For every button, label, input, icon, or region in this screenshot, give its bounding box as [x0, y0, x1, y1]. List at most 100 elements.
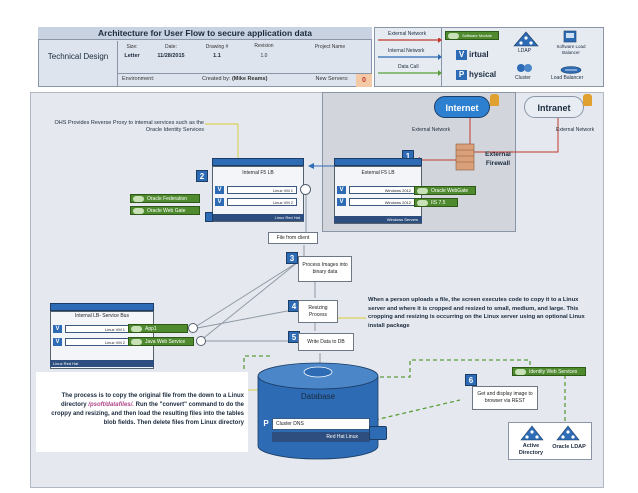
- database-cap: [303, 366, 333, 378]
- software-lb-screen: [566, 33, 574, 38]
- data-call-line: [374, 399, 461, 421]
- get-display-box: Get and display image to browser via RES…: [472, 386, 538, 410]
- software-lb-icon: [563, 30, 577, 43]
- external-f5-server: [334, 166, 422, 224]
- process-path: /psoft/datafiles/.: [88, 402, 134, 408]
- legend-lines: [378, 38, 442, 76]
- virtual-tag: V: [53, 325, 62, 333]
- drawing-value: 1.1: [213, 53, 221, 59]
- active-directory-node: [535, 435, 539, 439]
- identity-web-services-module: Identity Web Services: [512, 367, 586, 376]
- internal-f5-server: [212, 166, 304, 222]
- java-web-service-module: Java Web Service: [128, 337, 194, 346]
- internal-network-arrowhead: [308, 163, 314, 169]
- module-icon: [131, 339, 142, 345]
- process-note: The process is to copy the original file…: [44, 392, 244, 428]
- virtual-tag: V: [337, 198, 346, 206]
- intranet-label: Intranet: [537, 103, 571, 113]
- active-directory-node: [525, 435, 529, 439]
- revision-label: Revision: [254, 43, 274, 49]
- created-by: Created by: (Mike Reams): [202, 76, 302, 82]
- ldap-icon: [513, 31, 539, 47]
- module-icon: [417, 188, 428, 194]
- data-call-line: [243, 355, 270, 370]
- intranet-users-icon: [583, 94, 592, 106]
- server-icon: [205, 212, 213, 222]
- virtual-tag: V: [337, 186, 346, 194]
- internal-f5-row-1: Linux VM 1: [227, 186, 297, 194]
- virtual-tag: V: [53, 338, 62, 346]
- active-directory-icon: [520, 425, 544, 441]
- firewall-label: External Firewall: [485, 151, 511, 167]
- module-icon: [515, 369, 526, 375]
- iis-label: IIS 7.5: [431, 200, 446, 206]
- oracle-ldap-icon: [556, 425, 580, 441]
- upload-note: When a person uploads a file, the screen…: [368, 297, 585, 329]
- internal-f5-lb-icon: [212, 158, 304, 166]
- external-f5-row-2: Windows 2012: [349, 198, 415, 206]
- step-3-badge: 3: [286, 252, 298, 264]
- physical-tag: P: [260, 418, 272, 430]
- iis-module: IIS 7.5: [414, 198, 458, 207]
- oracle-ldap-node: [561, 435, 565, 439]
- legend-ldap: LDAP: [518, 48, 532, 54]
- oracle-webgate-module: Oracle WebGate: [414, 186, 476, 195]
- flow-line: [199, 261, 299, 342]
- virtual-tag: V: [215, 186, 224, 194]
- ldap-node: [519, 41, 523, 45]
- ohs-note: OHS Provides Reverse Proxy to internal s…: [54, 120, 204, 133]
- step-6-badge: 6: [465, 374, 477, 386]
- virtual-tag: V: [215, 198, 224, 206]
- module-icon: [448, 33, 459, 39]
- design-type: Technical Design: [47, 52, 109, 61]
- size-value: Letter: [124, 53, 140, 59]
- project-label: Project Name: [314, 44, 346, 50]
- legend-virtual-label: irtual: [469, 50, 489, 59]
- network-node-icon: [196, 336, 206, 346]
- load-balancer-icon: [560, 66, 582, 74]
- flow-line: [191, 308, 299, 330]
- oracle-web-gate-label: Oracle Web Gate: [147, 208, 186, 214]
- environment-label: Environment:: [122, 76, 155, 82]
- oracle-federation-label: Oracle Federation: [147, 196, 188, 202]
- process-note-box: [36, 372, 248, 452]
- legend-load-balancer: Load Balancer: [551, 75, 584, 81]
- service-bus-label: Internal LB- Service Bus: [75, 313, 129, 319]
- oracle-ldap-node: [571, 435, 575, 439]
- process-note-text: The process is to copy the original file…: [60, 393, 244, 408]
- title-grid: [117, 73, 372, 74]
- oracle-ldap-label: Oracle LDAP: [552, 444, 586, 450]
- revision-value: 1.0: [260, 53, 268, 59]
- module-icon: [417, 200, 428, 206]
- firewall-icon: [455, 143, 475, 171]
- service-bus-lb-icon: [50, 303, 154, 311]
- oracle-webgate-label: Oracle WebGate: [431, 188, 469, 194]
- intranet-cloud: Intranet: [524, 96, 584, 118]
- internal-f5-label: Internal F5 LB: [242, 170, 274, 176]
- legend-data-call: Data Call: [398, 64, 419, 70]
- internet-cloud: Internet: [434, 96, 490, 118]
- legend-arrowhead: [438, 70, 442, 76]
- module-icon: [131, 326, 142, 332]
- internal-network-label: External Network: [556, 127, 595, 133]
- internal-f5-os: Linux Red Hat: [212, 214, 304, 221]
- cluster-dns-box: Cluster DNS: [272, 418, 370, 430]
- identity-web-services-label: Identity Web Services: [529, 369, 578, 375]
- external-network-label: External Network: [412, 127, 451, 133]
- oracle-web-gate-module: Oracle Web Gate: [130, 206, 200, 215]
- date-value: 11/28/2015: [157, 53, 185, 59]
- created-value: (Mike Reams): [231, 76, 268, 82]
- date-label: Date:: [165, 44, 177, 50]
- cluster-icon: [517, 64, 532, 72]
- active-directory-node: [530, 430, 534, 434]
- network-node-icon: [188, 323, 198, 333]
- directory-panel: [508, 422, 592, 460]
- oracle-federation-module: Oracle Federation: [130, 194, 200, 203]
- title-grid: [117, 41, 118, 87]
- ldap-node: [529, 41, 533, 45]
- new-servers-value: 0: [356, 74, 372, 87]
- legend-internal-network: Internal Network: [388, 48, 425, 54]
- legend-software-lb: Software Load Balancer: [556, 44, 586, 55]
- internet-label: Internet: [445, 103, 479, 113]
- module-icon: [133, 196, 144, 202]
